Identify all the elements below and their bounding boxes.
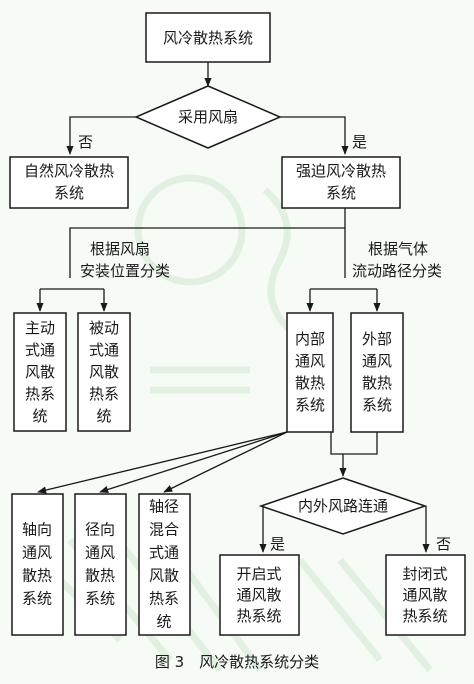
node-label-open-line-1: 开启式 (236, 565, 281, 583)
node-label-external-line-1: 外部 (362, 330, 392, 348)
node-mixed (138, 493, 191, 636)
label-fan-position-line1: 根据风扇 (90, 240, 150, 258)
node-label-root-line-1: 风冷散热系统 (163, 29, 253, 47)
label-fan-no: 否 (78, 133, 93, 151)
label-connect-yes: 是 (270, 535, 285, 553)
node-label-passive-line-4: 热系 (89, 385, 119, 403)
node-label-open-line-3: 热系统 (236, 607, 281, 625)
node-label-closed-line-3: 热系统 (402, 607, 447, 625)
node-label-passive-line-3: 风散 (89, 363, 119, 381)
edge-external-down (343, 432, 378, 455)
label-fan-yes: 是 (352, 133, 367, 151)
node-label-closed-line-2: 通风散 (402, 586, 447, 604)
node-label-axial-line-4: 系统 (22, 590, 52, 608)
node-root (145, 12, 271, 63)
node-passive (77, 312, 131, 432)
node-label-natural-line-1: 自然风冷散热 (24, 162, 114, 180)
node-label-decision-fan-line-1: 采用风扇 (178, 108, 238, 126)
edge-fan-yes (280, 116, 349, 155)
node-label-natural-line-2: 系统 (54, 184, 84, 202)
node-internal (286, 312, 334, 433)
node-label-passive-line-5: 统 (96, 407, 111, 425)
node-label-external-line-3: 散热 (362, 374, 392, 392)
node-natural (9, 156, 129, 209)
node-label-mixed-line-1: 轴径 (149, 498, 179, 516)
node-external (350, 312, 404, 433)
node-label-external-line-4: 系统 (362, 396, 392, 414)
node-label-active-line-1: 主动 (25, 319, 55, 337)
node-texts: 风冷散热系统采用风扇自然风冷散热系统强迫风冷散热系统主动式通风散热系统被动式通风… (22, 29, 448, 631)
node-closed (385, 554, 466, 636)
node-label-axial-line-3: 散热 (22, 567, 52, 585)
node-label-external-line-2: 通风 (362, 352, 392, 370)
edge-fan-no (66, 116, 136, 155)
node-label-radial-line-2: 通风 (85, 544, 115, 562)
node-label-radial-line-4: 系统 (85, 590, 115, 608)
node-decision-connect (258, 477, 428, 535)
node-label-mixed-line-5: 热系 (149, 590, 179, 608)
node-label-mixed-line-2: 混合 (149, 521, 179, 539)
node-forced (281, 156, 401, 209)
node-label-internal-line-3: 散热 (295, 374, 325, 392)
node-label-mixed-line-4: 风散 (149, 567, 179, 585)
edge-internal-down (330, 432, 343, 455)
node-label-active-line-3: 风散 (25, 363, 55, 381)
edge-internal-to-mixed (163, 431, 288, 493)
node-decision-fan (134, 85, 282, 149)
node-label-mixed-line-3: 式通 (149, 544, 179, 562)
label-fan-position-line2: 安装位置分类 (80, 262, 170, 280)
node-open (219, 554, 300, 636)
node-label-active-line-4: 热系 (25, 385, 55, 403)
edge-forced-split-left (69, 208, 346, 278)
node-label-open-line-2: 通风散 (236, 586, 281, 604)
node-label-internal-line-2: 通风 (295, 352, 325, 370)
node-label-internal-line-4: 系统 (295, 396, 325, 414)
edge-internal-to-radial (99, 431, 288, 493)
label-connect-no: 否 (436, 535, 451, 553)
node-label-passive-line-1: 被动 (89, 319, 119, 337)
edge-labels: 否 是 根据风扇 安装位置分类 根据气体 流动路径分类 是 否 (78, 133, 451, 553)
node-axial (11, 493, 64, 636)
nodes (9, 12, 466, 636)
node-label-axial-line-1: 轴向 (22, 521, 52, 539)
node-active (13, 312, 67, 432)
edges (36, 62, 430, 553)
node-label-active-line-5: 统 (32, 407, 47, 425)
label-gas-path-line2: 流动路径分类 (352, 262, 442, 280)
node-label-forced-line-2: 系统 (326, 184, 356, 202)
node-label-decision-connect-line-1: 内外风路连通 (298, 497, 388, 515)
node-label-axial-line-2: 通风 (22, 544, 52, 562)
label-gas-path-line1: 根据气体 (368, 240, 428, 258)
node-label-closed-line-1: 封闭式 (402, 565, 447, 583)
node-label-active-line-2: 式通 (25, 341, 55, 359)
node-label-passive-line-2: 式通 (89, 341, 119, 359)
node-label-mixed-line-6: 统 (156, 613, 171, 631)
node-label-forced-line-1: 强迫风冷散热 (296, 162, 386, 180)
node-label-internal-line-1: 内部 (295, 330, 325, 348)
figure-caption: 图 3 风冷散热系统分类 (155, 653, 319, 671)
node-label-radial-line-1: 径向 (85, 521, 115, 539)
edge-internal-to-axial (37, 431, 288, 494)
node-radial (74, 493, 127, 636)
node-label-radial-line-3: 散热 (85, 567, 115, 585)
